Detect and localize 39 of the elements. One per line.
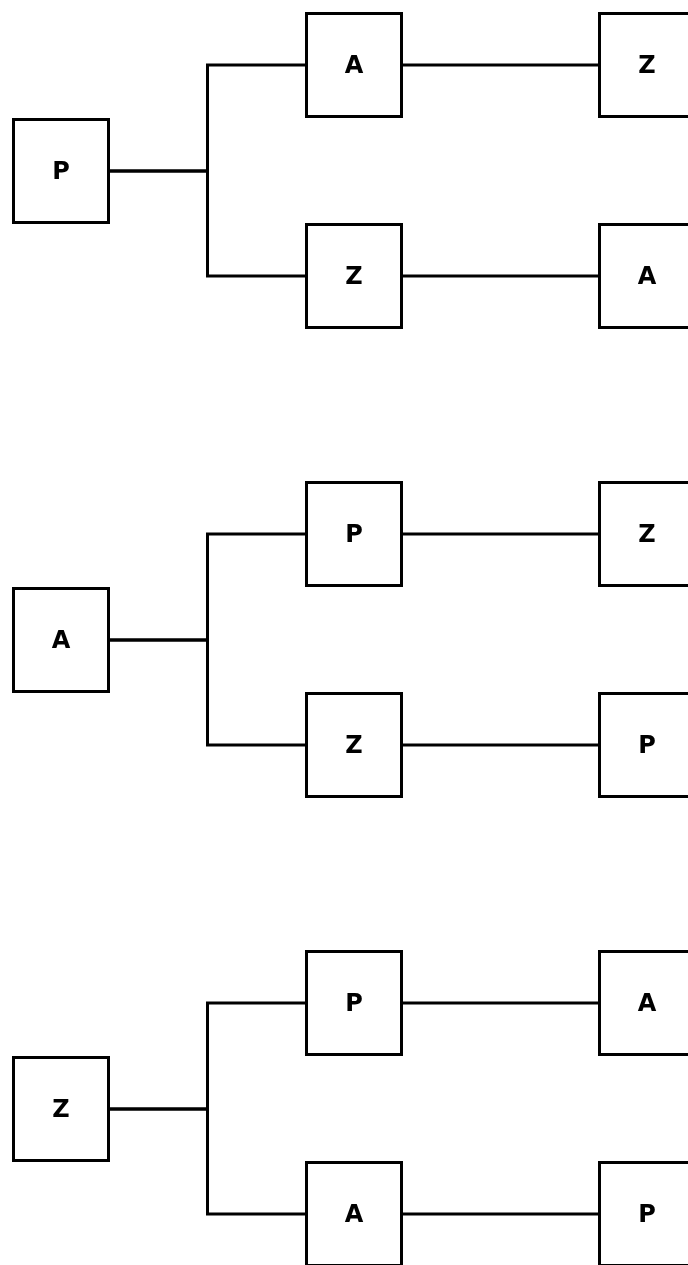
box-label: Z xyxy=(638,520,656,548)
letter-box xyxy=(12,1056,110,1162)
connector-line xyxy=(110,638,305,747)
box-label: Z xyxy=(345,731,363,759)
connector-line xyxy=(403,743,598,747)
box-label: A xyxy=(51,626,71,654)
letter-box xyxy=(305,692,403,798)
box-label: P xyxy=(345,520,363,548)
box-label: P xyxy=(52,157,70,185)
connector-line xyxy=(110,169,305,278)
box-label: A xyxy=(637,989,657,1017)
box-label: Z xyxy=(345,262,363,290)
connector-line xyxy=(403,532,598,536)
connector-line xyxy=(110,1107,305,1216)
letter-box xyxy=(12,587,110,693)
box-label: A xyxy=(344,51,364,79)
box-label: P xyxy=(638,1200,656,1228)
letter-box xyxy=(598,223,688,329)
letter-box xyxy=(598,1161,688,1265)
box-label: P xyxy=(345,989,363,1017)
box-label: Z xyxy=(52,1095,70,1123)
box-label: A xyxy=(637,262,657,290)
letter-box xyxy=(598,481,688,587)
letter-box xyxy=(305,1161,403,1265)
box-label: Z xyxy=(638,51,656,79)
connector-line xyxy=(403,1212,598,1216)
box-label: P xyxy=(638,731,656,759)
letter-box xyxy=(598,950,688,1056)
box-label: A xyxy=(344,1200,364,1228)
letter-box xyxy=(598,12,688,118)
connector-line xyxy=(403,1001,598,1005)
letter-box xyxy=(12,118,110,224)
connector-line xyxy=(403,63,598,67)
letter-box xyxy=(305,950,403,1056)
connector-line xyxy=(403,274,598,278)
letter-box xyxy=(305,223,403,329)
letter-box xyxy=(305,12,403,118)
letter-box xyxy=(305,481,403,587)
letter-box xyxy=(598,692,688,798)
